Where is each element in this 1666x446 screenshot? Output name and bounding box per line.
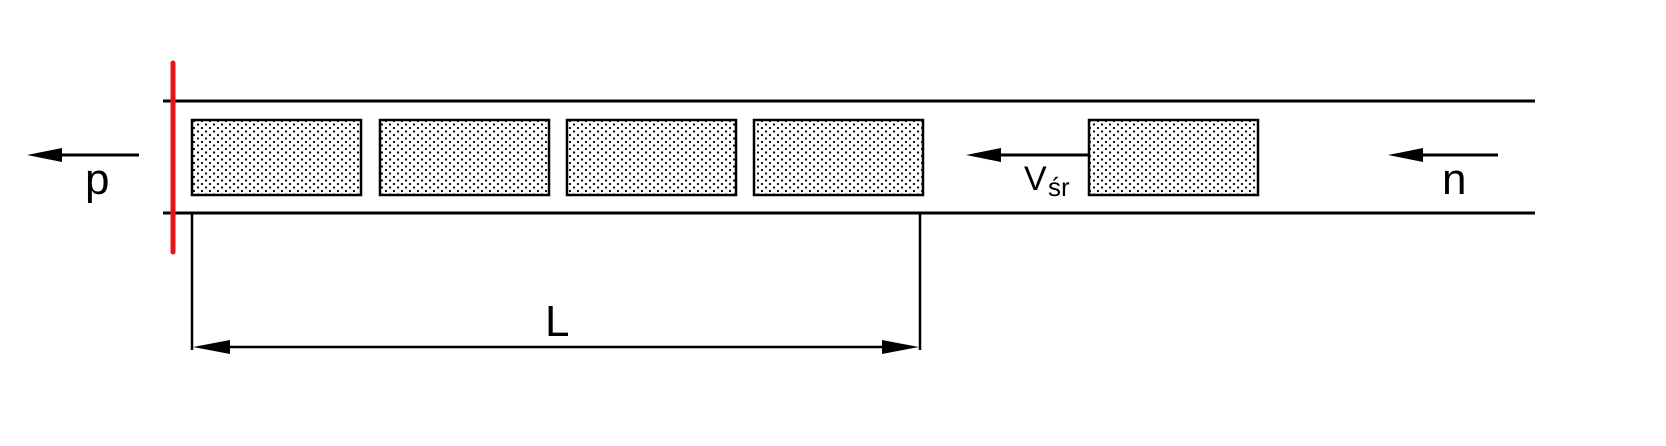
queued-vehicle <box>565 118 738 197</box>
queued-vehicle <box>752 118 925 197</box>
approaching-vehicle <box>1087 118 1260 197</box>
queued-vehicle <box>378 118 551 197</box>
outflow-label: p <box>85 155 109 204</box>
speed-label: V <box>1024 160 1047 198</box>
inflow-label: n <box>1442 155 1466 204</box>
queue-length-label: L <box>545 297 569 346</box>
speed-arrow-icon <box>966 148 1089 162</box>
speed-label-subscript: śr <box>1048 172 1070 202</box>
queue-length-dimension <box>190 213 922 354</box>
outflow-arrow-icon <box>27 148 139 162</box>
queued-vehicle <box>190 118 363 197</box>
inflow-arrow-icon <box>1388 148 1498 162</box>
